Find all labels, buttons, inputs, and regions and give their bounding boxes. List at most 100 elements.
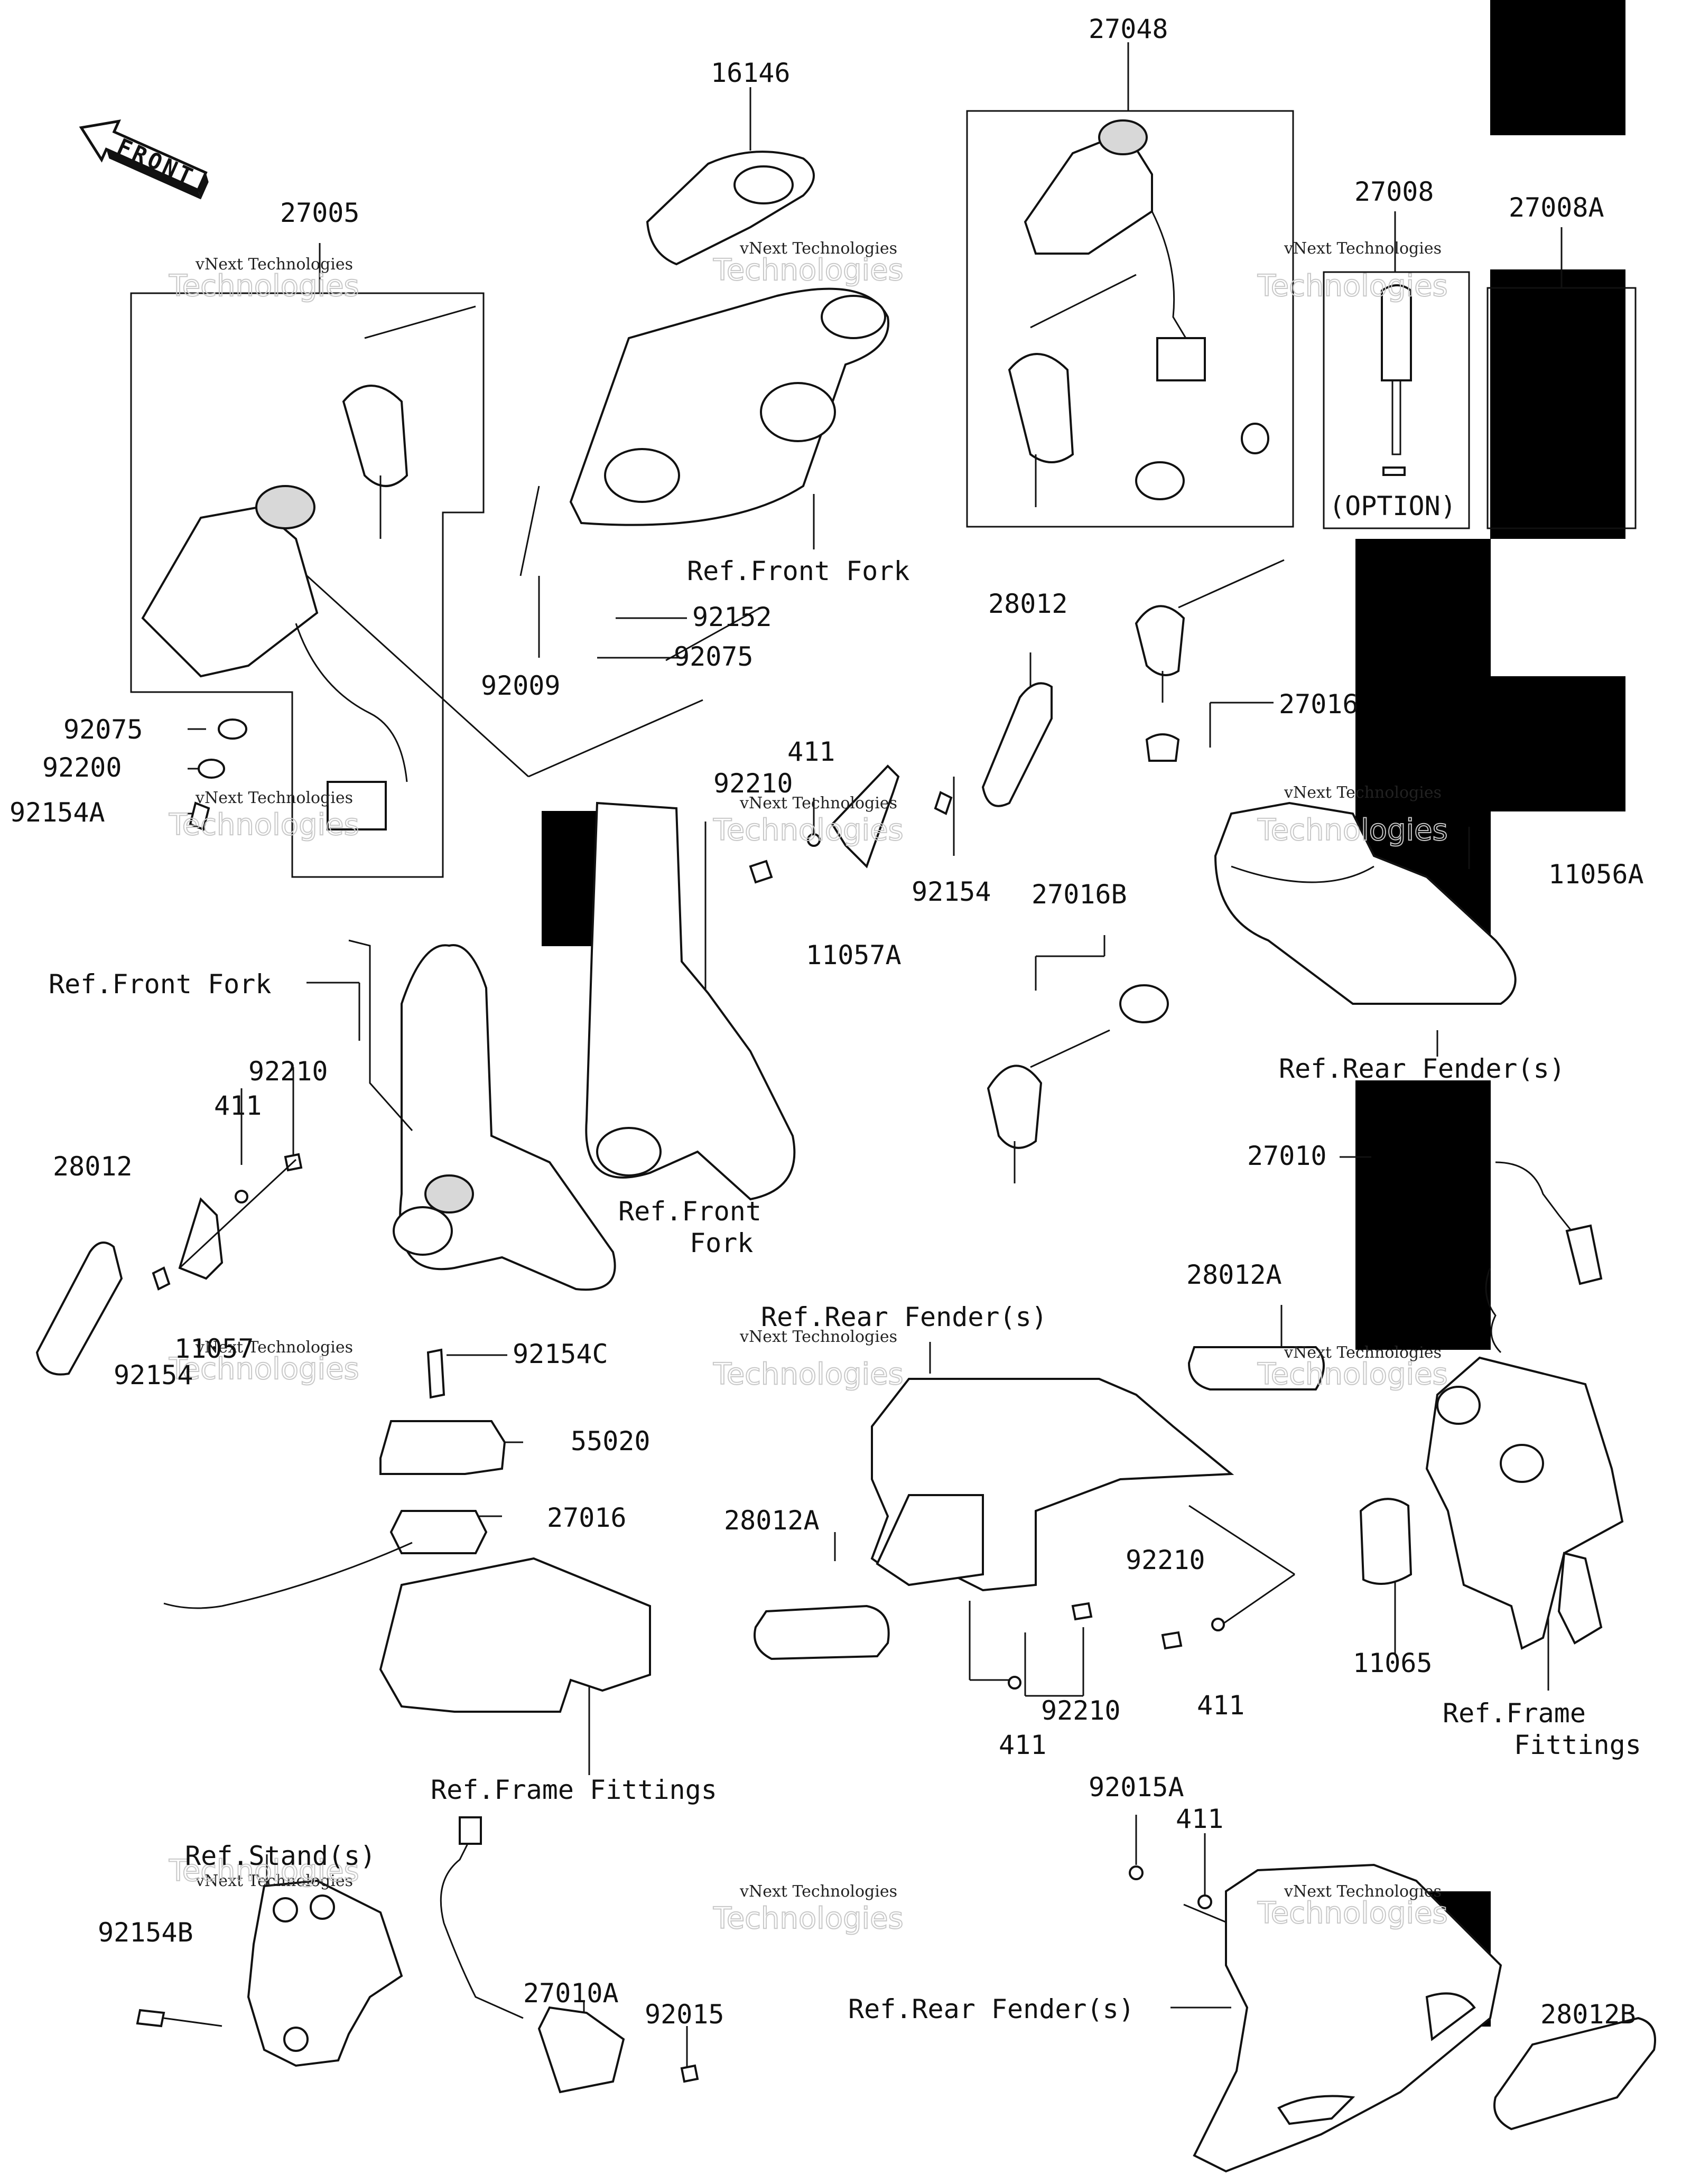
label-ref-rear-fender-bottom: Ref.Rear Fender(s) — [848, 1994, 1135, 2024]
bracket-11057 — [178, 1197, 224, 1280]
parts-drawings — [35, 119, 1656, 2173]
reflector-28012-top — [981, 682, 1053, 807]
watermark: Technologies — [169, 269, 359, 303]
label-ref-front-fork-top: Ref.Front Fork — [687, 556, 909, 586]
cable-27010 — [1495, 1161, 1581, 1242]
label-92154-left: 92154 — [114, 1360, 193, 1390]
label-27010: 27010 — [1247, 1141, 1327, 1171]
label-ref-front-fork-mid-2: Fork — [690, 1228, 753, 1258]
watermark: Technologies — [713, 253, 904, 287]
label-411-mid-right: 411 — [1197, 1690, 1244, 1721]
watermark: vNext Technologies — [195, 255, 353, 274]
reflector-28012B — [1493, 2017, 1656, 2131]
label-92075-left: 92075 — [63, 714, 143, 745]
cable-27010A — [440, 1838, 524, 2019]
label-ref-frame-fittings-mid: Ref.Frame Fittings — [431, 1775, 717, 1805]
label-27016-mid: 27016 — [547, 1502, 627, 1533]
watermark: vNext Technologies — [739, 794, 897, 813]
label-27016-top: 27016 — [1279, 689, 1359, 720]
reflector-28012A-mid — [754, 1604, 890, 1660]
label-ref-front-fork-left: Ref.Front Fork — [49, 969, 271, 1000]
watermark: vNext Technologies — [739, 239, 897, 258]
label-ref-frame-fittings-right-1: Ref.Frame — [1443, 1698, 1586, 1729]
watermark: vNext Technologies — [1284, 783, 1442, 802]
redaction-block — [1490, 269, 1625, 539]
key-blank-27008 — [1381, 284, 1412, 381]
washer-92200 — [198, 759, 225, 779]
key-27016B — [987, 1065, 1043, 1149]
label-411-bottom: 411 — [1176, 1804, 1223, 1834]
label-92075-top: 92075 — [674, 641, 754, 672]
label-92200: 92200 — [42, 752, 122, 783]
reflector-28012-left — [35, 1242, 123, 1376]
rear-fender-right — [1214, 801, 1517, 1005]
watermark: vNext Technologies — [195, 1338, 353, 1357]
label-92210-mid: 92210 — [1126, 1545, 1205, 1575]
watermark: Technologies — [1257, 1357, 1448, 1392]
label-11056A: 11056A — [1548, 859, 1644, 890]
redaction-block — [1490, 0, 1625, 135]
watermark: Technologies — [713, 1901, 904, 1936]
watermark: vNext Technologies — [739, 1328, 897, 1346]
label-27008A: 27008A — [1509, 192, 1604, 223]
plate-55020 — [379, 1420, 506, 1475]
front-arrow-label: FRONT — [113, 133, 199, 190]
label-27005: 27005 — [280, 198, 360, 228]
label-92210-left: 92210 — [248, 1056, 328, 1087]
lock-cylinder-27016B — [1119, 984, 1169, 1023]
rear-fender-bottom — [1193, 1863, 1502, 2173]
watermark: Technologies — [713, 1357, 904, 1392]
reflector-28012A-right — [1187, 1346, 1325, 1390]
label-ref-stands: Ref.Stand(s) — [185, 1841, 376, 1871]
label-92154A: 92154A — [10, 797, 105, 828]
connector — [327, 781, 387, 830]
washer-92075 — [218, 718, 247, 740]
label-11065: 11065 — [1353, 1648, 1433, 1678]
label-11057A: 11057A — [806, 940, 902, 970]
nut-92210 — [749, 860, 773, 884]
label-92154C: 92154C — [513, 1339, 608, 1369]
label-27010A: 27010A — [523, 1978, 619, 2009]
watermark: Technologies — [169, 808, 359, 842]
label-92210-mid-low: 92210 — [1041, 1695, 1121, 1726]
redaction-block — [1355, 1080, 1491, 1350]
label-92009: 92009 — [481, 670, 561, 701]
label-92015A: 92015A — [1089, 1772, 1184, 1803]
part-labels: 16146 27048 27005 27008 27008A (OPTION) … — [10, 14, 1644, 2030]
watermark: Technologies — [1257, 1896, 1448, 1930]
watermark: vNext Technologies — [1284, 1882, 1442, 1901]
watermark: vNext Technologies — [739, 1882, 897, 1901]
label-ref-rear-fender-right: Ref.Rear Fender(s) — [1279, 1053, 1565, 1084]
bracket-11057A — [831, 764, 900, 869]
label-27008: 27008 — [1354, 176, 1434, 207]
label-411-left: 411 — [214, 1090, 262, 1121]
label-92210-top: 92210 — [713, 768, 793, 799]
label-28012-left: 28012 — [53, 1151, 133, 1182]
label-28012B: 28012B — [1540, 1999, 1636, 2030]
bolt-92154C — [426, 1348, 445, 1399]
label-ref-front-fork-mid-1: Ref.Front — [618, 1196, 761, 1227]
label-option: (OPTION) — [1329, 491, 1456, 521]
sensor-27010 — [1565, 1224, 1603, 1285]
lock-cylinder — [1135, 461, 1185, 500]
label-92154B: 92154B — [98, 1917, 193, 1948]
label-27048: 27048 — [1089, 14, 1168, 44]
switch-27010A — [537, 2006, 625, 2094]
ignition-lock-27048 — [1024, 130, 1153, 255]
label-28012-top: 28012 — [988, 589, 1068, 619]
leader-lines — [163, 42, 1613, 2079]
frame-fitting-mid — [379, 1557, 651, 1713]
label-11057: 11057 — [174, 1333, 254, 1364]
label-55020: 55020 — [571, 1426, 651, 1457]
watermark: vNext Technologies — [195, 1872, 353, 1890]
group-box-27008 — [1323, 271, 1470, 529]
group-box-27005 — [130, 292, 485, 878]
grommet-11065 — [1359, 1498, 1413, 1585]
switch-27016-mid — [389, 1510, 488, 1554]
label-92015: 92015 — [645, 1999, 724, 2030]
label-411-mid-low: 411 — [999, 1730, 1046, 1760]
label-ref-rear-fender-mid: Ref.Rear Fender(s) — [761, 1302, 1047, 1332]
watermark: Technologies — [1257, 813, 1448, 847]
redaction-block — [1490, 676, 1625, 811]
watermark: Technologies — [713, 813, 904, 847]
